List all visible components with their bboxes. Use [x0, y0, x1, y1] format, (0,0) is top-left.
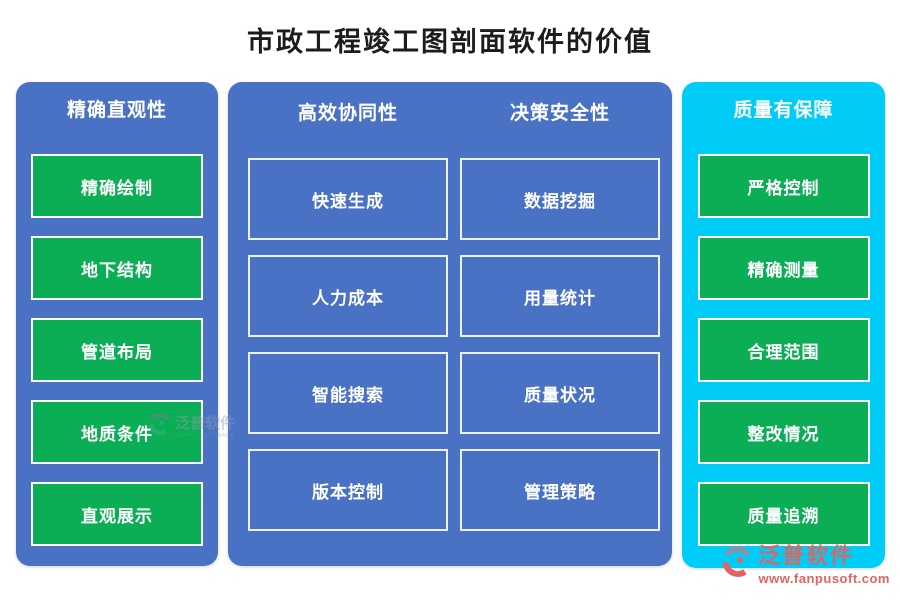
item-geological-conditions: 地质条件: [31, 400, 203, 464]
panel-quality-guarantee: 质量有保障 严格控制 精确测量 合理范围 整改情况 质量追溯: [682, 82, 885, 568]
item-precise-drawing: 精确绘制: [31, 154, 203, 218]
fanpu-logo-icon: [721, 545, 754, 578]
item-rectification-status: 整改情况: [697, 400, 870, 464]
item-pipeline-layout: 管道布局: [31, 318, 203, 382]
item-intuitive-display: 直观展示: [31, 482, 203, 546]
brand-url-label: www.fanpusoft.com: [758, 571, 890, 586]
quality-button-stack: 严格控制 精确测量 合理范围 整改情况 质量追溯: [682, 154, 885, 546]
item-management-strategy: 管理策略: [460, 449, 660, 531]
item-smart-search: 智能搜索: [248, 352, 448, 434]
item-data-mining: 数据挖掘: [460, 158, 660, 240]
brand-name-label: 泛普软件: [757, 543, 856, 568]
item-usage-statistics: 用量统计: [460, 255, 660, 337]
item-quality-traceability: 质量追溯: [697, 482, 870, 546]
item-underground-structure: 地下结构: [31, 236, 203, 300]
accuracy-button-stack: 精确绘制 地下结构 管道布局 地质条件 直观展示: [16, 154, 218, 546]
panel-accuracy-header: 精确直观性: [66, 100, 167, 121]
collaboration-stack: 快速生成 人力成本 智能搜索 版本控制: [248, 158, 448, 531]
item-reasonable-range: 合理范围: [697, 318, 870, 382]
quality-header: 质量有保障: [733, 100, 834, 121]
item-strict-control: 严格控制: [697, 154, 870, 218]
brand-text-block: 泛普软件 www.fanpusoft.com: [757, 543, 890, 586]
page-title: 市政工程竣工图剖面软件的价值: [247, 27, 653, 57]
item-version-control: 版本控制: [248, 449, 448, 531]
decision-stack: 数据挖掘 用量统计 质量状况 管理策略: [460, 158, 660, 531]
column-decision-safety: 决策安全性 数据挖掘 用量统计 质量状况 管理策略: [460, 82, 660, 531]
item-rapid-generation: 快速生成: [248, 158, 448, 240]
fanpu-brand-footer: 泛普软件 www.fanpusoft.com: [721, 543, 890, 586]
item-quality-status: 质量状况: [460, 352, 660, 434]
panel-collaboration-decision: 高效协同性 快速生成 人力成本 智能搜索 版本控制 决策安全性 数据挖掘 用量统…: [228, 82, 672, 566]
collaboration-header: 高效协同性: [297, 103, 398, 124]
decision-safety-header: 决策安全性: [509, 103, 610, 124]
panel-accuracy-intuition: 精确直观性 精确绘制 地下结构 管道布局 地质条件 直观展示: [16, 82, 218, 566]
middle-columns: 高效协同性 快速生成 人力成本 智能搜索 版本控制 决策安全性 数据挖掘 用量统…: [228, 82, 672, 531]
item-labor-cost: 人力成本: [248, 255, 448, 337]
column-efficient-collaboration: 高效协同性 快速生成 人力成本 智能搜索 版本控制: [248, 82, 448, 531]
item-precise-measurement: 精确测量: [697, 236, 870, 300]
